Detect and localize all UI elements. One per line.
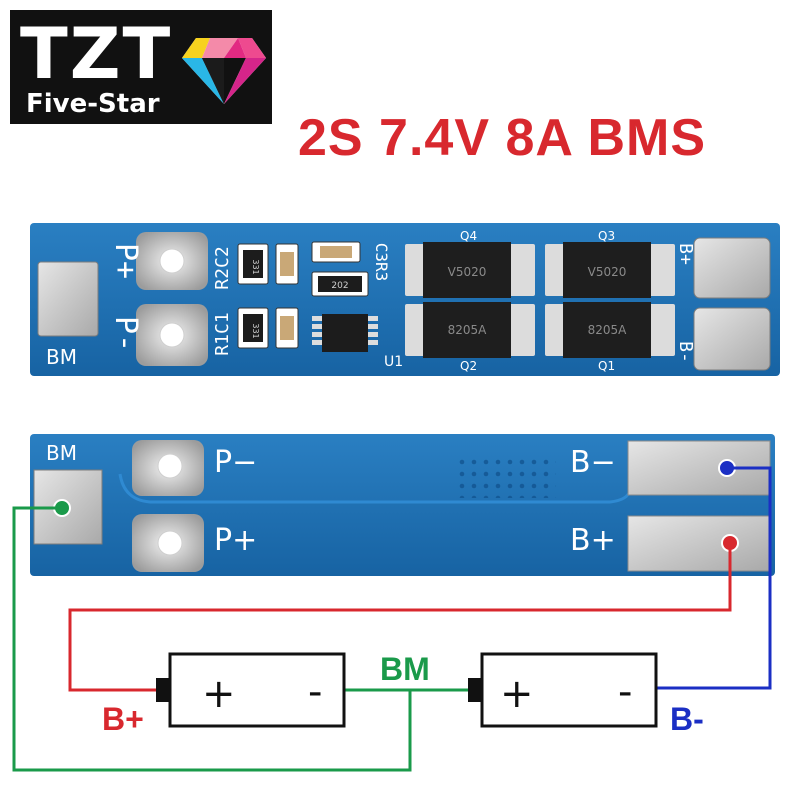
battery-2: + - [468,652,658,728]
blue-wire [656,466,772,690]
chip-q3-marking: V5020 [588,265,627,279]
chip-q2-marking: 8205A [448,323,488,337]
battery-1-minus: - [308,669,322,715]
label-b-minus: B- [670,701,704,737]
product-title: 2S 7.4V 8A BMS [298,109,707,167]
silk-b-plus-top: B+ [675,243,696,265]
silk-p-plus: P+ [108,243,143,279]
pcb-bottom-side: BM P− P+ B− B+ [30,434,775,576]
silk-b-minus-bottom: B− [570,445,616,480]
silk-q3: Q3 [598,229,615,243]
resistor-202: 202 [331,281,348,291]
logo-brand-text: TZT [20,13,173,95]
mosfet-q3 [545,242,675,298]
battery-2-minus: - [618,669,632,715]
green-wire [12,506,412,772]
bm-pad [37,261,99,337]
silk-r2c2: R2C2 [212,246,233,289]
silk-bm-top: BM [46,345,77,369]
silk-p-plus-bottom: P+ [214,523,257,558]
mosfet-q2 [405,302,535,358]
silk-p-minus-bottom: P− [214,445,257,480]
brand-logo: TZT Five-Star [10,10,272,124]
b-plus-pad [693,237,771,299]
chip-q4-marking: V5020 [448,265,487,279]
silk-b-plus-bottom: B+ [570,523,616,558]
silk-u1: U1 [384,354,403,370]
label-bm: BM [380,651,430,687]
battery-2-plus: + [500,671,534,717]
label-b-plus: B+ [102,701,144,737]
battery-1: + - [156,652,346,728]
mosfet-q1 [545,302,675,358]
silk-b-minus-top: B- [675,341,696,363]
silk-c3r3: C3R3 [372,243,391,282]
silk-q1: Q1 [598,359,615,373]
silk-q4: Q4 [460,229,477,243]
logo-subtitle-text: Five-Star [26,89,160,119]
b-minus-pad [693,307,771,371]
red-wire [68,543,732,692]
smd-components-left [237,241,369,349]
u1-chip [312,314,378,352]
resistor-331-b: 331 [251,323,260,338]
silk-r1c1: R1C1 [212,312,233,355]
silk-q2: Q2 [460,359,477,373]
mosfet-q4 [405,242,535,298]
wiring-diagram: + - + - B+ BM B- [12,466,772,772]
resistor-331-a: 331 [251,259,260,274]
silk-bm-bottom: BM [46,441,77,465]
battery-1-plus: + [202,671,236,717]
bottom-b-plus-pad [627,515,771,572]
diamond-icon [182,38,266,104]
chip-q1-marking: 8205A [588,323,628,337]
silk-p-minus: P- [108,316,143,352]
pcb-top-side: P+ P- BM R2C2 R1C1 C3R3 U1 Q4 Q3 Q2 Q1 V… [30,223,780,376]
